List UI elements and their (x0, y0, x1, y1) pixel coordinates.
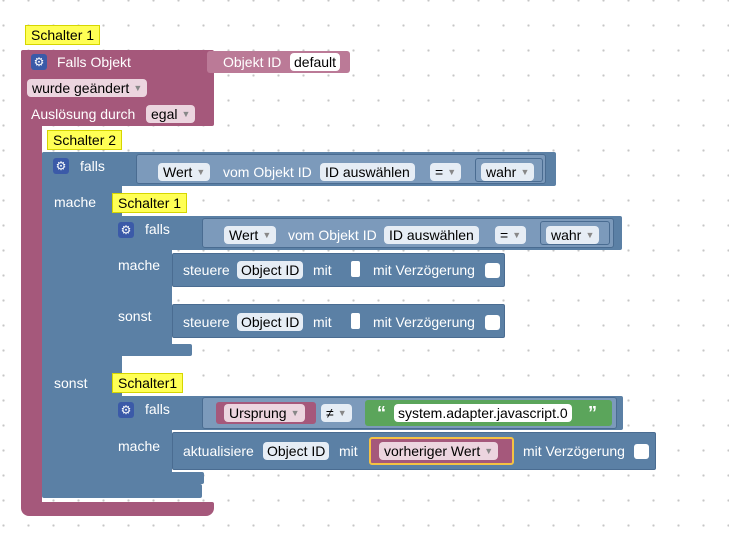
outer-title: Falls Objekt (57, 54, 131, 70)
control-else-object[interactable]: Object ID (237, 313, 304, 331)
chevron-down-icon: ▼ (196, 167, 206, 177)
chevron-down-icon: ▼ (290, 408, 300, 418)
if2-id-select[interactable]: ID auswählen (320, 163, 415, 181)
quote-open-icon: “ (377, 403, 386, 423)
object-id-value[interactable]: default (290, 53, 341, 71)
trigger-dropdown-label: wurde geändert (32, 80, 130, 96)
control-then-object[interactable]: Object ID (237, 261, 304, 279)
control-else-label: steuere (183, 314, 230, 330)
if3-mache-label: mache (118, 438, 161, 454)
control-then-with: mit (313, 262, 332, 278)
update-label: aktualisiere (183, 443, 254, 459)
control-then-delay-checkbox[interactable] (485, 263, 500, 278)
update-delay: mit Verzögerung (523, 443, 625, 459)
if3-gear-icon[interactable]: ⚙ (118, 402, 134, 418)
if1-attr-value: Wert (229, 227, 259, 243)
control-else-delay: mit Verzögerung (373, 314, 475, 330)
if1-op-dropdown[interactable]: =▼ (495, 226, 527, 244)
if3-origin-dropdown[interactable]: Ursprung▼ (224, 404, 305, 422)
if2-falls-label: falls (80, 158, 105, 174)
if2-from-label: vom Objekt ID (223, 164, 312, 180)
control-else-delay-checkbox[interactable] (485, 315, 500, 330)
chevron-down-icon: ▼ (447, 167, 457, 177)
if3-op-dropdown[interactable]: ≠▼ (321, 404, 352, 422)
if3-comment[interactable]: Schalter1 (112, 373, 184, 393)
if2-value-dropdown[interactable]: wahr▼ (481, 163, 535, 181)
object-id-label: Objekt ID (223, 54, 282, 70)
chevron-down-icon: ▼ (337, 408, 347, 418)
if1-attr-dropdown[interactable]: Wert▼ (224, 226, 277, 244)
update-object[interactable]: Object ID (263, 442, 330, 460)
if2-op-value: = (435, 164, 444, 180)
if1-mache-label: mache (118, 257, 161, 273)
if2-gear-icon[interactable]: ⚙ (53, 158, 69, 174)
if1-gear-icon[interactable]: ⚙ (118, 222, 134, 238)
chevron-down-icon: ▼ (585, 230, 595, 240)
if3-op-value: ≠ (326, 405, 334, 421)
control-then-label: steuere (183, 262, 230, 278)
if3-bottom (108, 472, 204, 484)
quote-close-icon: ” (588, 403, 597, 423)
trigger-dropdown[interactable]: wurde geändert▼ (27, 79, 148, 97)
if1-bottom (108, 344, 192, 356)
control-else-with: mit (313, 314, 332, 330)
if1-op-value: = (500, 227, 509, 243)
if3-string-value[interactable]: system.adapter.javascript.0 (394, 404, 572, 422)
trigger-by-label: Auslösung durch (31, 106, 136, 122)
update-with: mit (339, 443, 358, 459)
chevron-down-icon: ▼ (512, 230, 522, 240)
control-then-value-slot[interactable] (351, 261, 360, 277)
if3-origin-value: Ursprung (229, 405, 287, 421)
if1-comment[interactable]: Schalter 1 (112, 193, 188, 213)
if2-mache-label: mache (54, 194, 97, 210)
if1-from-label: vom Objekt ID (288, 227, 377, 243)
if2-id-select-label: ID auswählen (325, 164, 410, 180)
if1-value-dropdown[interactable]: wahr▼ (546, 226, 600, 244)
outer-event-bottom (21, 502, 214, 516)
if1-falls-label: falls (145, 221, 170, 237)
if3-falls-label: falls (145, 401, 170, 417)
chevron-down-icon: ▼ (181, 109, 191, 119)
chevron-down-icon: ▼ (520, 167, 530, 177)
if1-id-select-label: ID auswählen (389, 227, 474, 243)
update-delay-checkbox[interactable] (634, 444, 649, 459)
control-block-then[interactable] (172, 253, 505, 287)
control-block-else[interactable] (172, 304, 505, 338)
if2-op-dropdown[interactable]: =▼ (430, 163, 462, 181)
trigger-by-value: egal (151, 106, 178, 122)
trigger-by-dropdown[interactable]: egal▼ (146, 105, 196, 123)
if2-attr-dropdown[interactable]: Wert▼ (158, 163, 211, 181)
if2-value-value: wahr (486, 164, 517, 180)
outer-comment[interactable]: Schalter 1 (25, 25, 101, 45)
chevron-down-icon: ▼ (133, 83, 143, 93)
if2-sonst-label: sonst (54, 375, 88, 391)
if1-value-value: wahr (551, 227, 582, 243)
if1-id-select[interactable]: ID auswählen (384, 226, 479, 244)
control-then-delay: mit Verzögerung (373, 262, 475, 278)
if2-comment[interactable]: Schalter 2 (47, 130, 123, 150)
update-previous-dropdown[interactable]: vorheriger Wert▼ (379, 442, 499, 460)
outer-event-stack-bar (21, 120, 42, 508)
chevron-down-icon: ▼ (262, 230, 272, 240)
if2-bottom (42, 484, 202, 498)
settings-gear-icon[interactable]: ⚙ (31, 54, 47, 70)
if1-sonst-label: sonst (118, 308, 152, 324)
update-previous-value: vorheriger Wert (384, 443, 481, 459)
if2-attr-value: Wert (163, 164, 193, 180)
control-else-value-slot[interactable] (351, 313, 360, 329)
chevron-down-icon: ▼ (484, 446, 494, 456)
